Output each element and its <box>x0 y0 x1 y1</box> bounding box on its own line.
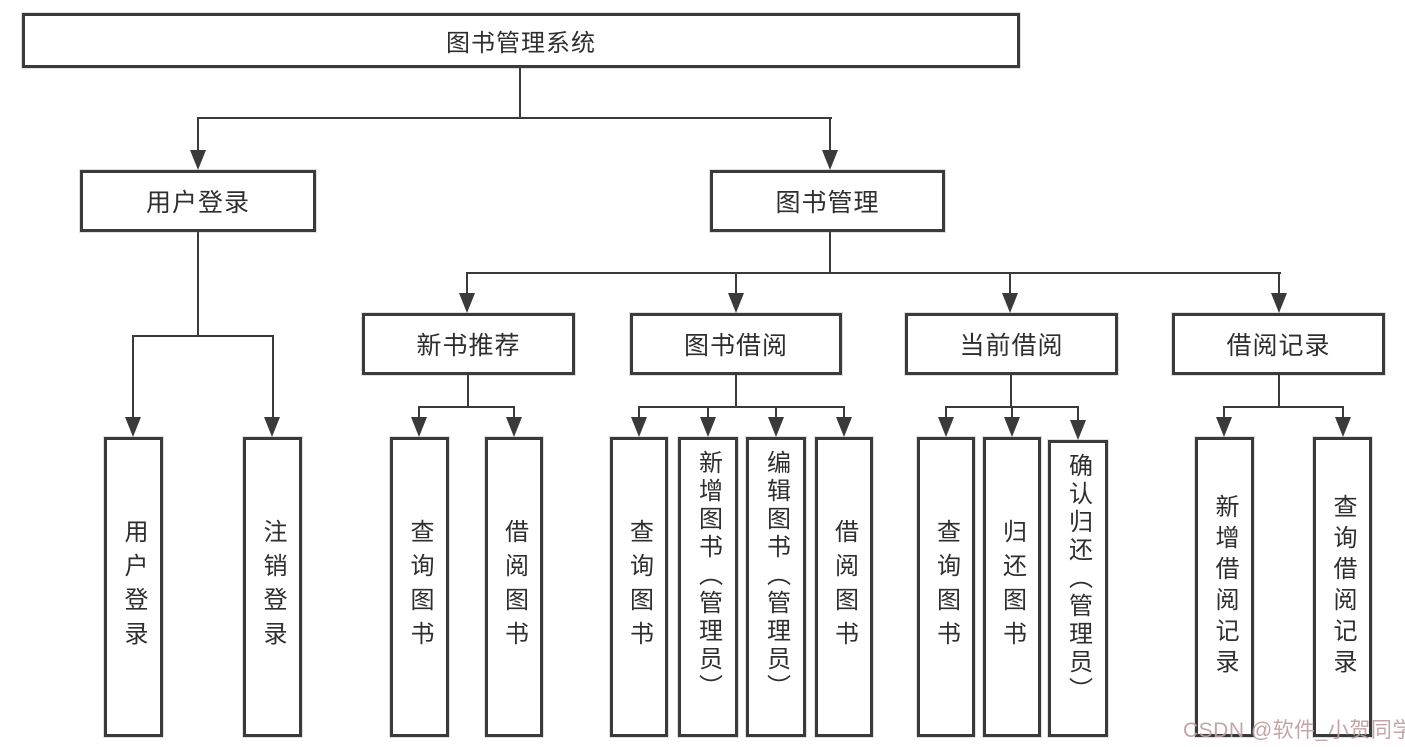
connector-arrow-stem <box>735 272 737 296</box>
arrow-down-icon <box>631 417 647 437</box>
connector-arrow-stem <box>1077 406 1079 422</box>
connector-group-stem <box>735 375 737 408</box>
node-label: 用户登录 <box>145 189 250 217</box>
node-label: 图书借阅 <box>683 332 788 360</box>
node-book-borrowing: 图书借阅 <box>630 313 842 375</box>
arrow-down-icon <box>768 417 784 437</box>
node-label: 图书管理系统 <box>446 30 596 57</box>
connector-group-stem <box>1278 375 1280 408</box>
node-label: 归还图书 <box>998 519 1026 655</box>
connector-arrow-stem <box>197 117 199 153</box>
leaf-borrow-books: 借阅图书 <box>815 437 873 737</box>
connector-arrow-stem <box>418 406 420 420</box>
connector-bookmgmt-stem <box>829 232 831 274</box>
arrow-down-icon <box>938 417 954 437</box>
connector-arrow-stem <box>829 117 831 153</box>
connector-group-rail <box>418 406 515 408</box>
arrow-down-icon <box>1002 293 1018 313</box>
node-label: 新书推荐 <box>416 332 521 360</box>
node-library-management-system: 图书管理系统 <box>22 13 1020 68</box>
arrow-down-icon <box>728 293 744 313</box>
arrow-down-icon <box>822 150 838 170</box>
leaf-return-book: 归还图书 <box>983 437 1041 737</box>
node-label: 图书管理 <box>775 189 880 217</box>
node-label: 注销登录 <box>259 519 286 655</box>
connector-group-stem <box>467 375 469 408</box>
leaf-add-book-admin: 新增图书（管理员） <box>678 437 738 737</box>
connector-group-rail <box>1223 406 1343 408</box>
node-label: 新增借阅记录 <box>1211 494 1238 680</box>
connector-arrow-stem <box>1009 272 1011 296</box>
node-label: 查询图书 <box>406 519 433 655</box>
connector-arrow-stem <box>1011 406 1013 420</box>
node-label: 借阅图书 <box>830 519 858 655</box>
leaf-confirm-return-admin: 确认归还（管理员） <box>1048 440 1108 737</box>
leaf-user-login: 用户登录 <box>104 437 163 737</box>
arrow-down-icon <box>1070 420 1086 440</box>
node-label: 借阅图书 <box>500 519 528 655</box>
node-label: 用户登录 <box>120 519 147 655</box>
connector-arrow-stem <box>707 406 709 420</box>
connector-arrow-stem <box>1342 406 1344 420</box>
node-book-management-branch: 图书管理 <box>710 170 945 232</box>
connector-arrow-stem <box>1278 272 1280 296</box>
node-label: 当前借阅 <box>959 332 1064 360</box>
connector-arrow-stem <box>945 406 947 420</box>
arrow-down-icon <box>700 417 716 437</box>
connector-arrow-stem <box>1223 406 1225 420</box>
connector-group-rail <box>638 406 845 408</box>
node-label: 查询借阅记录 <box>1329 494 1356 680</box>
arrow-down-icon <box>1004 417 1020 437</box>
node-label: 编辑图书（管理员） <box>762 450 790 702</box>
arrow-down-icon <box>459 293 475 313</box>
node-new-book-recommend: 新书推荐 <box>362 313 575 375</box>
leaf-logout: 注销登录 <box>243 437 302 737</box>
node-current-borrowing: 当前借阅 <box>905 313 1118 375</box>
leaf-query-books-current: 查询图书 <box>917 437 975 737</box>
arrow-down-icon <box>506 417 522 437</box>
connector-arrow-stem <box>466 272 468 296</box>
leaf-add-borrow-record: 新增借阅记录 <box>1195 437 1254 737</box>
arrow-down-icon <box>125 417 141 437</box>
connector-arrow-stem <box>132 335 134 420</box>
leaf-query-books-borrowing: 查询图书 <box>610 437 668 737</box>
arrow-down-icon <box>190 150 206 170</box>
connector-arrow-stem <box>272 335 274 420</box>
node-user-login-branch: 用户登录 <box>80 170 316 232</box>
connector-group-stem <box>1010 375 1012 408</box>
connector-userlogin-stem <box>197 232 199 337</box>
csdn-watermark: CSDN @软件_小贺同学 <box>1183 719 1405 742</box>
leaf-query-books-recommend: 查询图书 <box>390 437 449 737</box>
node-label: 查询图书 <box>932 519 960 655</box>
node-borrow-records: 借阅记录 <box>1172 313 1385 375</box>
node-label: 查询图书 <box>625 519 653 655</box>
node-label: 确认归还（管理员） <box>1064 453 1092 705</box>
leaf-borrow-books-recommend: 借阅图书 <box>485 437 543 737</box>
node-label: 新增图书（管理员） <box>694 450 722 702</box>
connector-level2-rail <box>197 117 832 119</box>
leaf-edit-book-admin: 编辑图书（管理员） <box>746 437 806 737</box>
arrow-down-icon <box>1271 293 1287 313</box>
connector-level3-rail <box>466 272 1281 274</box>
arrow-down-icon <box>1335 417 1351 437</box>
arrow-down-icon <box>411 417 427 437</box>
arrow-down-icon <box>1216 417 1232 437</box>
connector-arrow-stem <box>843 406 845 420</box>
arrow-down-icon <box>264 417 280 437</box>
connector-userlogin-rail <box>132 335 274 337</box>
node-label: 借阅记录 <box>1226 332 1331 360</box>
leaf-query-borrow-record: 查询借阅记录 <box>1313 437 1372 737</box>
connector-root-stem <box>519 68 521 118</box>
connector-arrow-stem <box>638 406 640 420</box>
arrow-down-icon <box>836 417 852 437</box>
connector-arrow-stem <box>513 406 515 420</box>
connector-arrow-stem <box>775 406 777 420</box>
